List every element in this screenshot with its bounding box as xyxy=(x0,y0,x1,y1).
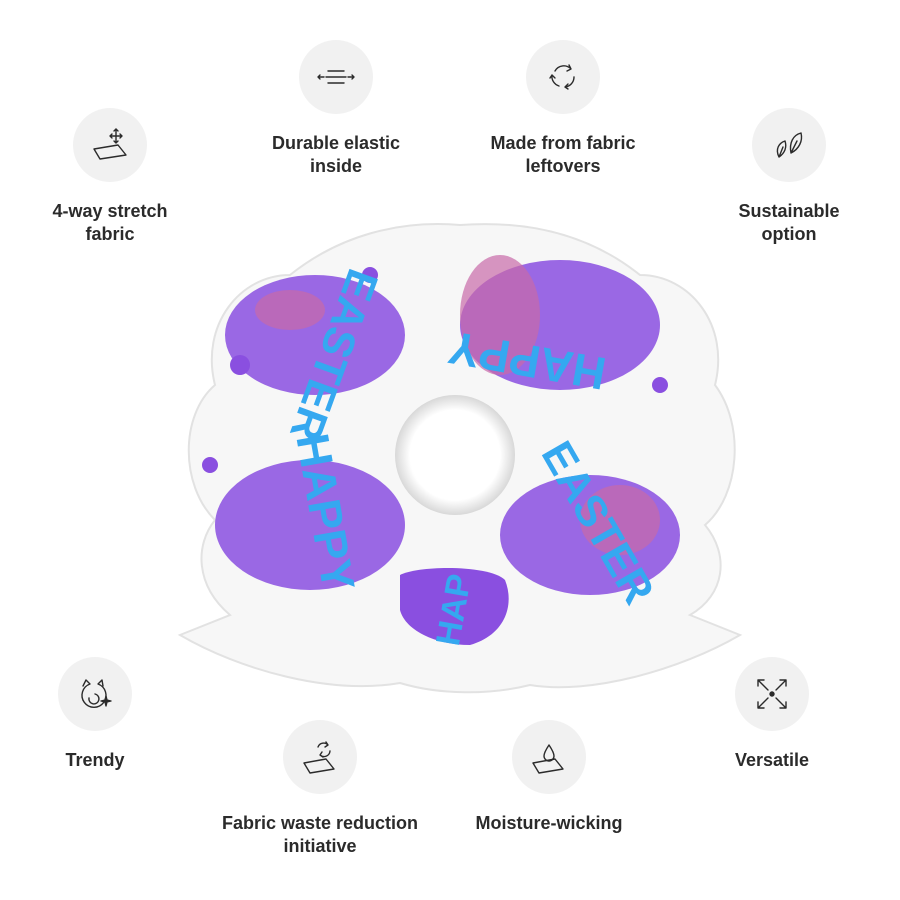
expand-arrows-icon xyxy=(735,657,809,731)
feature-sustainable: Sustainable option xyxy=(679,108,899,246)
water-drop-icon xyxy=(512,720,586,794)
recycle-arrows-icon xyxy=(526,40,600,114)
feature-waste: Fabric waste reduction initiative xyxy=(210,720,430,858)
feature-label: Made from fabric leftovers xyxy=(490,133,636,176)
feature-versatile: Versatile xyxy=(662,657,882,772)
paint-splash-top-right: HAPPY xyxy=(445,255,668,400)
cat-sparkle-icon xyxy=(58,657,132,731)
feature-label: Sustainable option xyxy=(738,201,840,244)
feature-elastic: Durable elastic inside xyxy=(226,40,446,178)
feature-moisture: Moisture-wicking xyxy=(439,720,659,835)
scrunchie-knot xyxy=(400,568,509,645)
fabric-recycle-icon xyxy=(283,720,357,794)
paint-splash-bottom-right: EASTER xyxy=(500,433,680,612)
feature-label: Versatile xyxy=(734,750,810,770)
scrunchie-hole xyxy=(395,395,515,515)
leaves-icon xyxy=(752,108,826,182)
feature-trendy: Trendy xyxy=(0,657,205,772)
paint-splash-top-left: EASTER xyxy=(225,263,405,447)
feature-label: Moisture-wicking xyxy=(475,813,623,833)
feature-stretch: 4-way stretch fabric xyxy=(0,108,220,246)
feature-label: 4-way stretch fabric xyxy=(52,201,168,244)
feature-label: Durable elastic inside xyxy=(271,133,401,176)
feature-leftovers: Made from fabric leftovers xyxy=(453,40,673,178)
stretch-arrows-icon xyxy=(73,108,147,182)
scrunchie-image: EASTER HAPPY HAPPY EASTER HAP xyxy=(177,223,743,694)
elastic-band-icon xyxy=(299,40,373,114)
feature-label: Trendy xyxy=(65,750,125,770)
feature-label: Fabric waste reduction initiative xyxy=(221,813,419,856)
